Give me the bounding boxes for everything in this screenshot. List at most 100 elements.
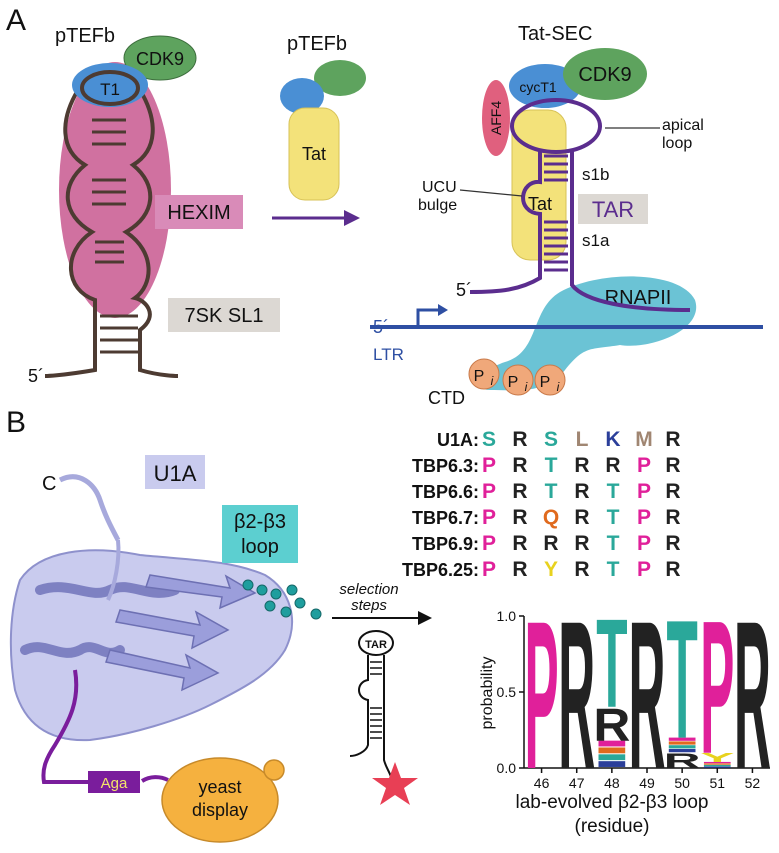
small-tar-3-strand — [383, 655, 393, 781]
logo-letter-P: P — [524, 577, 558, 813]
aff4-label: AFF4 — [488, 101, 504, 135]
residue-letter: R — [512, 532, 527, 555]
sequence-name: TBP6.9: — [412, 534, 479, 554]
ltr-label: LTR — [373, 345, 404, 364]
residue-letter: P — [482, 558, 496, 581]
sequence-name: TBP6.7: — [412, 508, 479, 528]
logo-minor-residue — [703, 761, 731, 764]
logo-y-tick-label: 0.5 — [497, 684, 517, 700]
logo-x-label-1: lab-evolved β2-β3 loop — [516, 792, 709, 813]
logo-x-tick-label: 48 — [604, 775, 620, 791]
logo-minor-residue — [668, 741, 696, 745]
logo-x-tick-label: 52 — [745, 775, 761, 791]
residue-letter: R — [574, 506, 589, 529]
residue-letter: R — [605, 454, 620, 477]
left-apical-loop — [80, 70, 140, 106]
svg-text:P: P — [540, 374, 551, 391]
left-five-prime: 5´ — [28, 366, 44, 386]
apical-loop-label-1: apical — [662, 117, 704, 134]
logo-minor-residue — [598, 761, 626, 767]
tar-label-box — [578, 194, 648, 224]
hexim-ellipse — [59, 62, 171, 318]
residue-letter: Q — [543, 506, 559, 529]
tar-label: TAR — [592, 197, 634, 222]
tar-apical-loop — [510, 98, 602, 154]
residue-letter: P — [482, 506, 496, 529]
beta-strand-1 — [115, 609, 230, 650]
cyct1-label: cycT1 — [519, 79, 557, 95]
residue-letter: S — [544, 428, 558, 451]
logo-minor-residue — [668, 737, 696, 741]
residue-letter: T — [607, 532, 620, 555]
tat-sec-title: Tat-SEC — [518, 23, 592, 45]
aga-box — [88, 771, 140, 793]
logo-letter-R: R — [558, 577, 595, 813]
logo-letter-R: R — [628, 577, 665, 813]
logo-letter-T: T — [596, 594, 627, 734]
residue-letter: P — [637, 454, 651, 477]
ctd-phosphate-1: P i — [468, 358, 500, 390]
residue-letter: R — [665, 454, 680, 477]
logo-letter-R: R — [593, 700, 630, 751]
selection-arrow-head — [418, 611, 432, 625]
rna-five-prime: 5´ — [456, 280, 472, 300]
logo-letter-R: R — [734, 577, 771, 813]
residue-letter: R — [543, 532, 558, 555]
residue-letter: R — [665, 480, 680, 503]
middle-tat-label: Tat — [302, 144, 326, 164]
panel-a-label: A — [6, 4, 26, 37]
logo-y-label: probability — [479, 657, 496, 730]
yeast-cell — [161, 757, 279, 843]
logo-x-tick-label: 47 — [569, 775, 585, 791]
residue-letter: P — [637, 532, 651, 555]
middle-ptefb-label: pTEFb — [287, 33, 347, 55]
logo-minor-residue — [703, 766, 731, 768]
residue-letter: R — [665, 428, 680, 451]
logo-letter-T: T — [666, 586, 697, 774]
residue-letter: S — [482, 428, 496, 451]
small-tar-label: TAR — [365, 639, 387, 651]
logo-minor-residue — [598, 754, 626, 761]
residue-letter: P — [637, 480, 651, 503]
residue-letter: T — [607, 558, 620, 581]
left-7sk-complex: pTEFb CDK9 T1 HEXIM 7SK SL1 5´ — [28, 25, 280, 386]
s1b-label: s1b — [582, 165, 609, 184]
middle-tat-blob — [288, 107, 340, 201]
fluorophore-star — [372, 762, 418, 805]
hexim-label: HEXIM — [167, 202, 230, 224]
svg-text:i: i — [525, 380, 528, 394]
alpha-helix-2 — [20, 642, 125, 658]
loop-label-1: β2-β3 — [234, 511, 286, 533]
sequence-name: TBP6.25: — [402, 560, 479, 580]
residue-letter: R — [512, 480, 527, 503]
left-cdk9-label: CDK9 — [136, 49, 184, 69]
middle-cdk9-blob — [314, 60, 366, 96]
logo-x-tick-label: 49 — [639, 775, 655, 791]
residue-letter: P — [482, 480, 496, 503]
residue-letter: P — [482, 532, 496, 555]
ctd-label: CTD — [428, 388, 465, 408]
small-tar-5-strand — [349, 655, 369, 757]
logo-letter-P: P — [700, 582, 734, 794]
assembly-arrow-head — [344, 210, 360, 226]
apical-loop-label-2: loop — [662, 135, 692, 152]
s1a-label: s1a — [582, 231, 610, 250]
loop-residue-spheres — [242, 579, 322, 620]
selection-step: selection steps TAR — [332, 581, 432, 805]
logo-x-tick-label: 46 — [534, 775, 550, 791]
residue-letter: L — [576, 428, 589, 451]
residue-letter: T — [545, 480, 558, 503]
sl1-basepairs — [92, 118, 138, 354]
logo-minor-residue — [598, 740, 626, 747]
u1a-label-box — [145, 455, 205, 489]
right-cdk9-blob — [563, 48, 647, 100]
residue-letter: R — [665, 532, 680, 555]
aga-tether — [41, 669, 88, 784]
logo-minor-residue — [668, 745, 696, 749]
logo-minor-residue — [668, 749, 696, 753]
residue-letter: P — [482, 454, 496, 477]
sl1-rna-right-strand — [122, 88, 179, 378]
residue-letter: R — [574, 532, 589, 555]
